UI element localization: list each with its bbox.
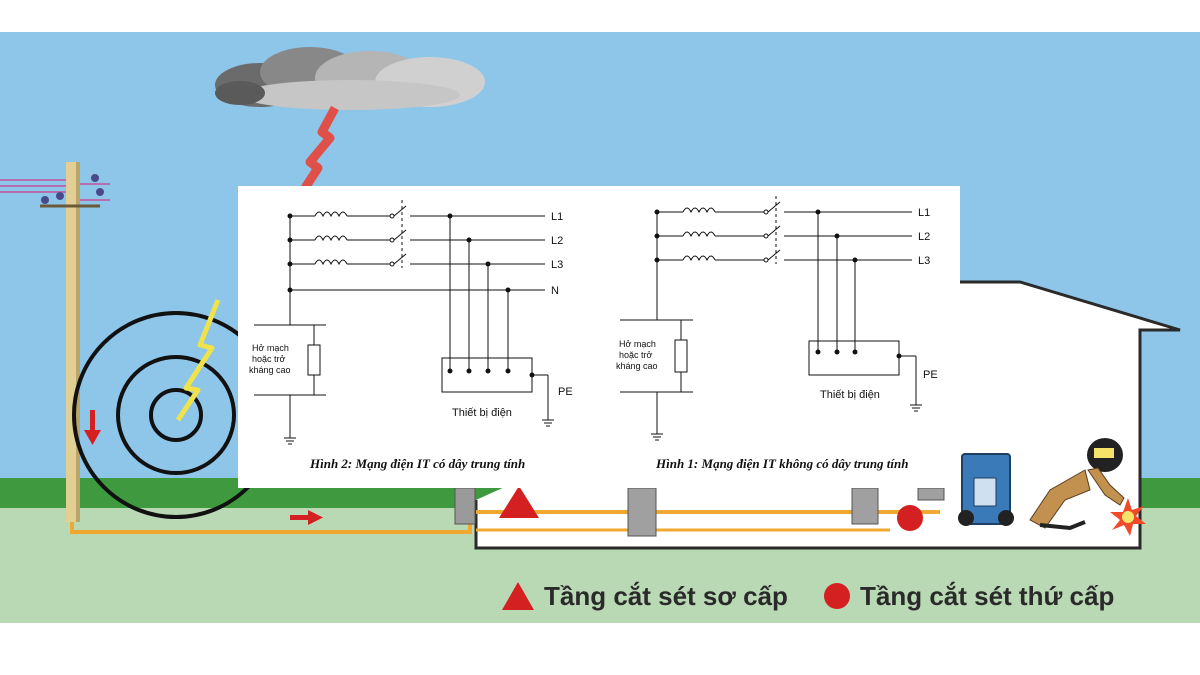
left-impedance-label: kháng cao (249, 365, 291, 375)
lightning-bolt (175, 299, 221, 422)
panel-box (917, 487, 945, 501)
welder-figure (1029, 438, 1125, 531)
legend-secondary-label: Tầng cắt sét thứ cấp (860, 580, 1115, 611)
panel-box (851, 487, 879, 525)
left-impedance-label: hoặc trở (252, 354, 286, 364)
right-arrow-icon (290, 510, 323, 525)
primary-surge-triangle-icon (499, 486, 539, 518)
welding-machine (958, 453, 1014, 526)
down-arrow-icon (84, 410, 101, 445)
right-line-label: L2 (918, 231, 930, 243)
lightning-strike (301, 105, 339, 191)
right-caption: Hình 1: Mạng điện IT không có dây trung … (655, 456, 908, 471)
right-pe-label: PE (923, 369, 938, 381)
diagram-right (620, 196, 922, 441)
right-impedance-label: kháng cao (616, 361, 658, 371)
panel-box (454, 487, 476, 525)
right-line-label: L1 (918, 207, 930, 219)
panel-box (627, 487, 657, 537)
legend-secondary: Tầng cắt sét thứ cấp (822, 578, 1114, 614)
diagram-right-junctions (654, 209, 902, 359)
right-impedance-label: hoặc trở (619, 350, 653, 360)
right-line-label: L3 (918, 255, 930, 267)
left-caption: Hình 2: Mạng điện IT có dây trung tính (309, 456, 525, 471)
red-circle-icon (824, 583, 850, 609)
diagram-panel (238, 186, 960, 488)
left-impedance-label: Hở mạch (252, 343, 289, 353)
legend-primary-label: Tầng cắt sét sơ cấp (544, 580, 788, 611)
secondary-surge-circle-icon (897, 505, 923, 531)
diagram-left (254, 200, 554, 445)
red-triangle-icon (502, 582, 534, 610)
diagram-left-junctions (287, 213, 535, 378)
weld-spark-icon (1110, 498, 1146, 536)
left-line-label: L2 (551, 235, 563, 247)
left-device-label: Thiết bị điện (452, 407, 512, 419)
storm-cloud (215, 47, 485, 110)
left-line-label: L1 (551, 211, 563, 223)
legend-primary: Tầng cắt sét sơ cấp (500, 578, 788, 614)
left-pe-label: PE (558, 386, 573, 398)
utility-pole (0, 162, 110, 522)
left-line-label: N (551, 285, 559, 297)
right-device-label: Thiết bị điện (820, 389, 880, 401)
left-line-label: L3 (551, 259, 563, 271)
right-impedance-label: Hở mạch (619, 339, 656, 349)
